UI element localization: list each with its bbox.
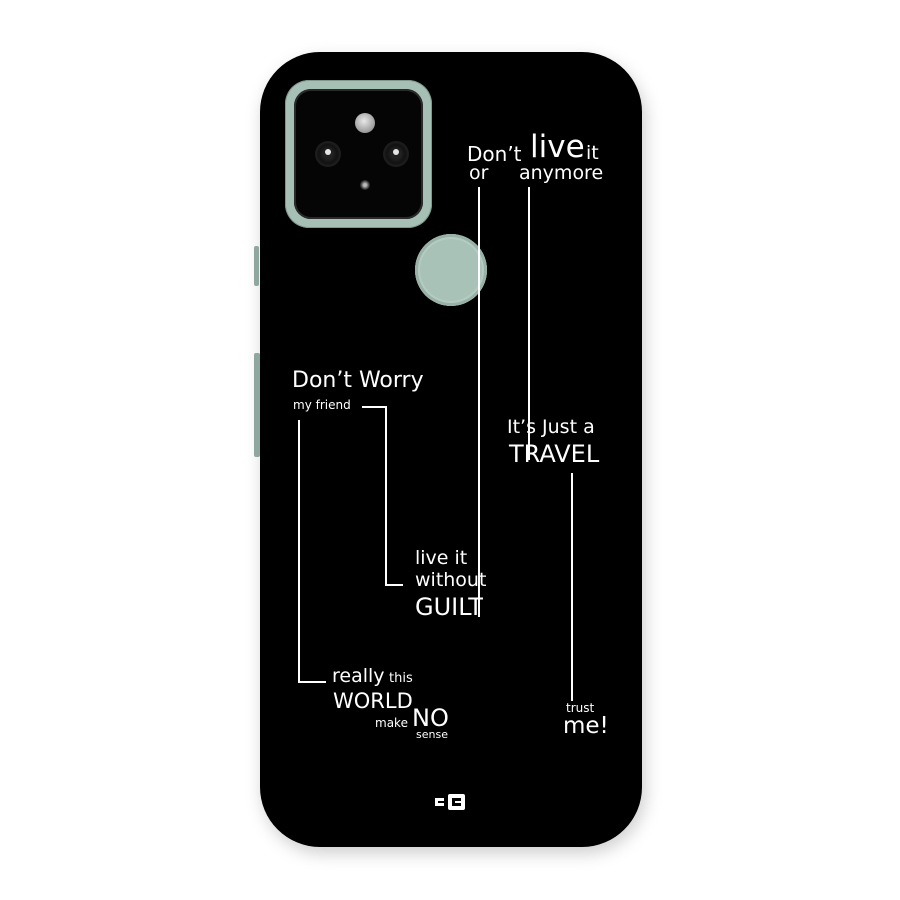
- phone-case: Don’t live it or anymore Don’t Worry my …: [260, 52, 642, 847]
- bracket-left-vertical: [298, 420, 300, 682]
- fingerprint-sensor: [415, 234, 487, 306]
- text-no: NO: [412, 704, 449, 732]
- text-or: or: [469, 162, 489, 184]
- camera-lens-icon: [385, 143, 407, 165]
- line-anymore: [528, 187, 530, 460]
- text-dont-worry: Don’t Worry: [292, 368, 424, 393]
- logo-boxed-c: [448, 794, 465, 810]
- text-guilt: GUILT: [415, 593, 483, 621]
- text-travel: TRAVEL: [509, 440, 600, 468]
- text-me: me!: [563, 713, 609, 739]
- bracket-friend-bottom: [385, 584, 403, 586]
- text-without: without: [415, 569, 487, 591]
- bracket-friend-top: [362, 406, 387, 408]
- logo-small-c: [435, 798, 444, 806]
- bracket-friend-vertical: [385, 406, 387, 586]
- text-make: make: [375, 716, 408, 730]
- camera-lens-icon: [317, 143, 339, 165]
- sensor-icon: [360, 180, 370, 190]
- text-my-friend: my friend: [293, 398, 351, 412]
- text-its-just-a: It’s Just a: [507, 416, 595, 438]
- camera-module: [285, 80, 432, 228]
- power-button: [254, 353, 260, 457]
- flash-icon: [355, 113, 375, 133]
- volume-button: [254, 246, 259, 286]
- text-live-it: live it: [415, 547, 468, 569]
- line-or: [478, 187, 480, 617]
- line-travel: [571, 473, 573, 701]
- text-dont: Don’t: [467, 142, 522, 166]
- text-anymore: anymore: [519, 162, 604, 184]
- text-world: WORLD: [333, 689, 413, 713]
- text-this: this: [389, 671, 413, 686]
- text-really: really: [332, 665, 385, 687]
- camera-glass: [294, 89, 423, 219]
- text-sense: sense: [416, 728, 448, 741]
- bracket-left-bottom: [298, 681, 326, 683]
- text-trust: trust: [566, 701, 595, 715]
- text-it: it: [586, 142, 599, 164]
- text-live: live: [530, 129, 585, 165]
